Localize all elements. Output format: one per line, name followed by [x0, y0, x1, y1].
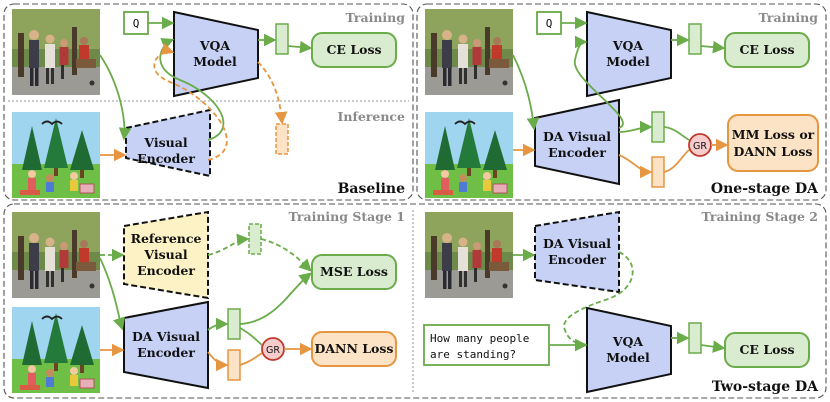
vqa-model [586, 10, 672, 98]
question-line2: are standing? [430, 348, 516, 361]
s2-da-encoder-line2: Encoder [548, 252, 606, 267]
arrow-encoder-to-vqa [563, 251, 634, 352]
source-feature [651, 111, 665, 143]
reference-feature [248, 223, 262, 255]
vqa-model-line1: VQA [199, 38, 231, 53]
vqa-model-line2: Model [193, 54, 237, 69]
target-image [424, 111, 514, 199]
visual-encoder [125, 108, 211, 178]
arrow-encoder-to-vqa-tgt [153, 42, 228, 161]
dann-loss-label: DANN Loss [315, 341, 394, 356]
stage1-label: Training Stage 1 [289, 209, 406, 224]
ref-encoder-line1: Reference [131, 231, 202, 246]
question-line1: How many people [430, 332, 529, 345]
ce-loss-label: CE Loss [739, 42, 794, 57]
source-feature [227, 308, 241, 340]
mse-loss-label: MSE Loss [320, 264, 388, 279]
da-visual-encoder-frozen [534, 210, 620, 294]
one-stage-training-label: Training [759, 10, 819, 25]
question-symbol: Q [546, 17, 553, 30]
target-image [11, 306, 101, 394]
arrow-ref-to-feature [207, 233, 250, 256]
panel-two-stage-border [3, 203, 827, 399]
visual-encoder-line2: Encoder [137, 151, 195, 166]
question-symbol: Q [133, 17, 140, 30]
arrow-src-to-da [99, 257, 126, 331]
target-image [11, 111, 101, 199]
arrow-da-to-src-feature [207, 317, 229, 331]
one-stage-title: One-stage DA [711, 181, 819, 197]
arrow-encoder-to-vqa [574, 35, 624, 129]
arrow-ref-feature-to-mse [260, 238, 312, 272]
panel-baseline-border [3, 3, 414, 201]
gr-label: GR [266, 345, 280, 356]
panel-two-stage: Training Stage 1 Reference Visual Encode… [3, 203, 827, 399]
source-image [12, 212, 100, 298]
s2-da-encoder-line1: DA Visual [543, 236, 611, 251]
source-image [12, 9, 100, 95]
source-image [425, 9, 513, 95]
target-feature [275, 123, 289, 155]
da-encoder-line2: Encoder [548, 145, 606, 160]
vqa-model-line1: VQA [612, 38, 644, 53]
arrow-src-to-encoder [512, 54, 540, 131]
s2-vqa-line1: VQA [612, 334, 644, 349]
arrow-da-to-tgt-feature [207, 351, 229, 372]
arrow-src-to-encoder [99, 54, 132, 141]
mse-loss [311, 254, 397, 290]
source-feature [275, 23, 289, 55]
arrow-src-feature-to-mse [239, 272, 312, 325]
arrow-encoder-to-src-feature [618, 120, 653, 134]
source-image [425, 212, 513, 298]
vqa-model [173, 10, 259, 98]
target-feature [227, 349, 241, 381]
vqa-feature [688, 23, 702, 55]
arrow-vqa-to-target-feature [257, 61, 288, 125]
arrow-src-feature-to-gr [663, 126, 690, 141]
s2-vqa-line2: Model [606, 350, 650, 365]
reference-visual-encoder [123, 210, 209, 300]
panel-one-stage-border [416, 3, 827, 201]
baseline-inference-label: Inference [338, 109, 406, 124]
vqa-model [586, 306, 672, 394]
target-feature [651, 156, 665, 188]
baseline-training-label: Training [346, 10, 406, 25]
ce-loss-label: CE Loss [326, 42, 381, 57]
arrow-encoder-to-tgt-feature [618, 154, 653, 179]
s2-ce-loss-label: CE Loss [739, 342, 794, 357]
arrow-tgt-feature-to-gr [663, 149, 690, 173]
arrow-feature-to-ce [700, 340, 726, 353]
da-encoder-line1: DA Visual [543, 129, 611, 144]
ref-encoder-line2: Visual [143, 247, 187, 262]
arrow-src-feature-to-gr [239, 327, 263, 346]
panel-baseline: Training Inference Baseline Q VQA Model … [3, 3, 414, 201]
baseline-title: Baseline [338, 181, 406, 197]
mm-dann-loss [727, 114, 819, 172]
mm-loss-line1: MM Loss or [732, 127, 815, 142]
gr-label: GR [693, 141, 707, 152]
two-stage-title: Two-stage DA [712, 379, 819, 395]
vqa-model-line2: Model [606, 54, 650, 69]
ref-encoder-line3: Encoder [137, 263, 195, 278]
panel-one-stage: Training One-stage DA Q VQA Model DA Vis… [416, 3, 827, 201]
stage2-label: Training Stage 2 [702, 209, 819, 224]
da-encoder-line1: DA Visual [132, 329, 200, 344]
arrow-feature-to-ce [700, 40, 726, 54]
arrow-feature-to-ce [287, 40, 313, 54]
da-encoder-line2: Encoder [137, 345, 195, 360]
arrow-tgt-feature-to-gr [239, 352, 263, 366]
vqa-feature [688, 322, 702, 354]
mm-loss-line2: DANN Loss [734, 144, 813, 159]
visual-encoder-line1: Visual [143, 135, 187, 150]
